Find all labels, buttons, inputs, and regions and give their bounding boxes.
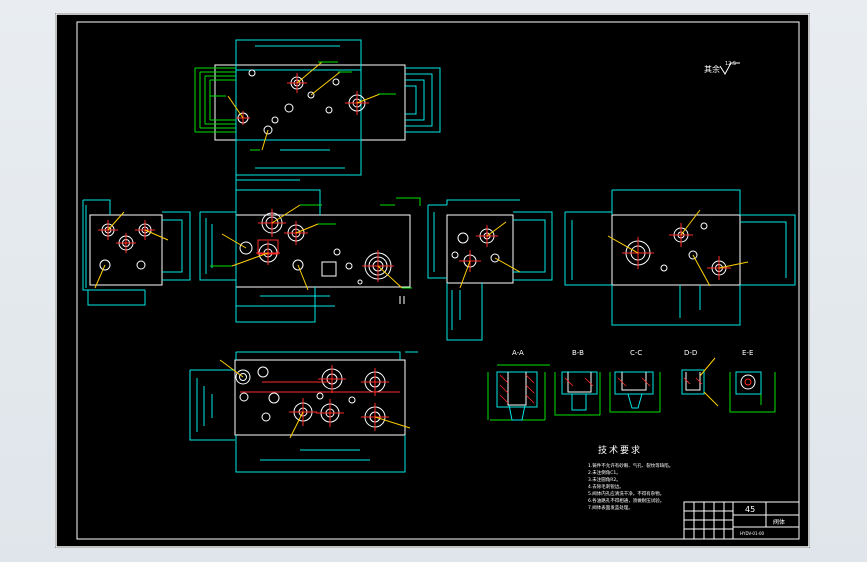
section-e-e [729, 371, 776, 413]
section-d-d [681, 357, 719, 407]
bottom-view[interactable] [189, 351, 418, 473]
tech-requirements-title: 技术要求 [598, 444, 642, 456]
section-label-c: C-C [630, 349, 642, 357]
tech-line-4: 4.去除毛刺锐边。 [588, 483, 624, 490]
title-block[interactable]: 45 阀体 HYDV-01-00 [683, 501, 800, 540]
drawing-number: HYDV-01-00 [740, 531, 764, 536]
roughness-label: 其余 [704, 64, 720, 74]
rear-view[interactable] [564, 189, 796, 326]
section-details[interactable] [487, 357, 776, 421]
top-view[interactable] [194, 39, 441, 176]
outer-frame [55, 13, 810, 548]
left-view[interactable] [82, 199, 191, 306]
section-label-a: A-A [512, 349, 524, 357]
section-label-d: D-D [684, 349, 697, 357]
tech-line-1: 1.铸件不允许有砂眼、气孔、裂纹等缺陷。 [588, 462, 673, 469]
roughness-symbol-icon [719, 62, 740, 75]
section-label-b: B-B [572, 349, 584, 357]
section-c-c [609, 371, 661, 413]
right-view[interactable] [427, 199, 553, 341]
material-label: 45 [745, 505, 755, 514]
tech-line-7: 7.阀体表面发蓝处理。 [588, 504, 633, 511]
part-name: 阀体 [773, 518, 785, 526]
section-a-a [487, 364, 550, 421]
inner-frame [76, 21, 800, 540]
front-view[interactable] [199, 175, 421, 323]
tech-line-2: 2.未注倒角C1。 [588, 469, 621, 476]
tech-requirements: 技术要求 1.铸件不允许有砂眼、气孔、裂纹等缺陷。 2.未注倒角C1。 3.未注… [588, 444, 673, 511]
section-label-e: E-E [742, 349, 753, 357]
tech-line-5: 5.阀体内孔应清洗干净，不得有杂物。 [588, 490, 664, 497]
tech-line-6: 6.各油路孔不得相通，须做耐压试验。 [588, 497, 664, 504]
tech-line-3: 3.未注圆角R2。 [588, 476, 621, 483]
roughness-value: 12.5 [725, 61, 736, 67]
roughness-note: 其余 12.5 [704, 61, 740, 75]
section-b-b [554, 371, 601, 416]
